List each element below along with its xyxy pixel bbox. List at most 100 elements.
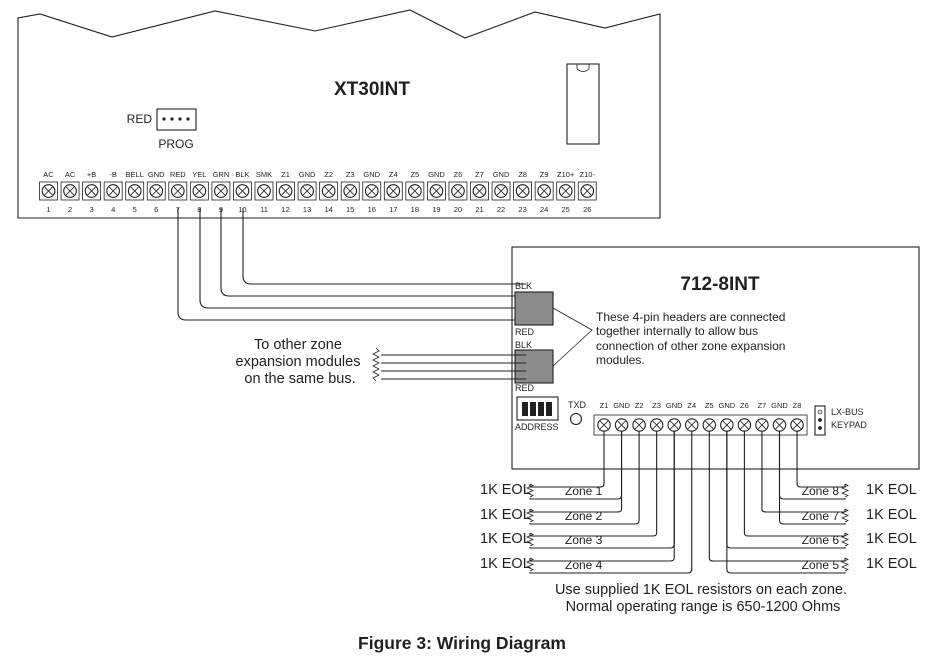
- panel-terminal-label: Z5: [410, 170, 419, 179]
- module-terminal: GND: [771, 401, 788, 432]
- terminal-screw: [192, 184, 207, 198]
- module-terminal-label: Z7: [758, 401, 767, 410]
- panel-terminal: -B 4: [103, 170, 123, 214]
- zone-right-name: Zone 6: [802, 533, 840, 547]
- terminal-screw: [149, 184, 164, 198]
- module-terminal: Z4: [684, 401, 699, 432]
- module-terminal: GND: [719, 401, 736, 432]
- zone-right-resistor-label: 1K EOL: [866, 556, 917, 572]
- panel-terminal: AC1: [39, 170, 58, 214]
- panel-terminal-label: GRN: [213, 170, 230, 179]
- xt30int-panel: XT30INT RED PROG AC1AC2+B3-B4BELL5GND6RE…: [17, 9, 661, 219]
- zone-right-resistor-label: 1K EOL: [866, 507, 917, 523]
- lx-bus-keypad-jumper: LX-BUS KEYPAD: [814, 405, 867, 436]
- txd-label: TXD: [568, 400, 587, 410]
- address-label: ADDRESS: [515, 422, 559, 432]
- panel-terminal-number: 13: [303, 205, 311, 214]
- panel-terminal-number: 24: [540, 205, 548, 214]
- bus-expansion-note: To other zone expansion modules on the s…: [236, 337, 526, 387]
- zone-left-resistor-label: 1K EOL: [480, 531, 531, 547]
- panel-terminal: SMK 11: [254, 170, 274, 214]
- panel-terminal-number: 21: [475, 205, 483, 214]
- panel-terminal: Z10-26: [577, 170, 597, 214]
- panel-terminal-number: 17: [389, 205, 397, 214]
- panel-terminal-label: Z8: [518, 170, 527, 179]
- terminal-screw: [558, 184, 573, 198]
- terminal-screw: [364, 184, 379, 198]
- txd-led: TXD: [568, 400, 587, 426]
- panel-terminal: YEL 8: [189, 170, 209, 214]
- module-terminal-label: GND: [613, 401, 630, 410]
- jumper-label-keypad: KEYPAD: [831, 420, 867, 430]
- terminal-screw: [515, 184, 530, 198]
- zone-right-resistor-label: 1K EOL: [866, 482, 917, 498]
- panel-terminal-strip: AC1AC2+B3-B4BELL5GND6RED7YEL8GRN9BLK10SM…: [39, 170, 597, 214]
- prog-header: RED PROG: [127, 108, 197, 151]
- terminal-screw: [472, 184, 487, 198]
- panel-terminal-label: +B: [87, 170, 96, 179]
- module-terminal: GND: [666, 401, 683, 432]
- panel-terminal-number: 8: [197, 205, 201, 214]
- zone-right-name: Zone 8: [802, 484, 840, 498]
- panel-terminal-label: Z9: [540, 170, 549, 179]
- panel-terminal-label: Z1: [281, 170, 290, 179]
- panel-terminal: Z7 21: [470, 170, 489, 214]
- panel-terminal-number: 11: [260, 205, 268, 214]
- module-terminal-label: Z1: [600, 401, 609, 410]
- panel-terminal-number: 16: [368, 205, 376, 214]
- panel-model: XT30INT: [334, 79, 410, 100]
- terminal-screw: [580, 184, 595, 198]
- zone-left-name: Zone 2: [565, 509, 603, 523]
- terminal-screw: [321, 184, 336, 198]
- panel-terminal-label: YEL: [192, 170, 206, 179]
- panel-terminal-label: Z10+: [557, 170, 575, 179]
- 712-8int-module: 712-8INT BLK RED BLK RED These 4-pin hea…: [511, 246, 920, 470]
- zone-right-loop: Zone 8 1K EOL: [778, 431, 917, 500]
- panel-terminal-label: Z7: [475, 170, 484, 179]
- module-terminal: Z3: [649, 401, 664, 432]
- prog-label: PROG: [158, 137, 193, 151]
- panel-terminal-label: -B: [109, 170, 117, 179]
- bus-header-bottom: BLK RED: [514, 340, 554, 393]
- svg-text:To other zone expansion: To other zone expansion modules on the s…: [236, 337, 365, 387]
- terminal-screw: [41, 184, 56, 198]
- zone-right-name: Zone 5: [802, 558, 840, 572]
- terminal-screw: [257, 184, 271, 198]
- panel-terminal-number: 23: [518, 205, 526, 214]
- panel-terminal-label: Z6: [454, 170, 463, 179]
- panel-terminal: +B3: [82, 170, 101, 214]
- zone-left-name: Zone 4: [565, 558, 603, 572]
- panel-terminal-label: BELL: [126, 170, 144, 179]
- panel-terminal-number: 26: [583, 205, 591, 214]
- terminal-screw: [343, 184, 358, 198]
- panel-terminal-label: GND: [428, 170, 445, 179]
- panel-terminal-number: 2: [68, 205, 72, 214]
- panel-terminal-number: 5: [133, 205, 137, 214]
- panel-terminal: Z8 23: [513, 170, 532, 214]
- panel-terminal: BELL 5: [125, 170, 145, 214]
- panel-terminal-label: GND: [299, 170, 316, 179]
- module-terminal: Z8: [790, 401, 804, 432]
- panel-terminal-number: 4: [111, 205, 115, 214]
- terminal-screw: [386, 184, 401, 198]
- panel-terminal: AC2: [60, 170, 80, 214]
- module-terminal: Z1: [597, 401, 611, 432]
- zone-right-name: Zone 7: [802, 509, 840, 523]
- zone-left-resistor-label: 1K EOL: [480, 556, 531, 572]
- header-note: These 4-pin headers are connected togeth…: [596, 310, 789, 367]
- bus-header-top: BLK RED: [514, 281, 554, 337]
- panel-terminal-label: GND: [148, 170, 165, 179]
- address-dip-switch: ADDRESS: [515, 396, 559, 432]
- panel-terminal-label: SMK: [256, 170, 272, 179]
- panel-terminal: Z10+25: [556, 170, 576, 214]
- panel-terminal-number: 19: [432, 205, 440, 214]
